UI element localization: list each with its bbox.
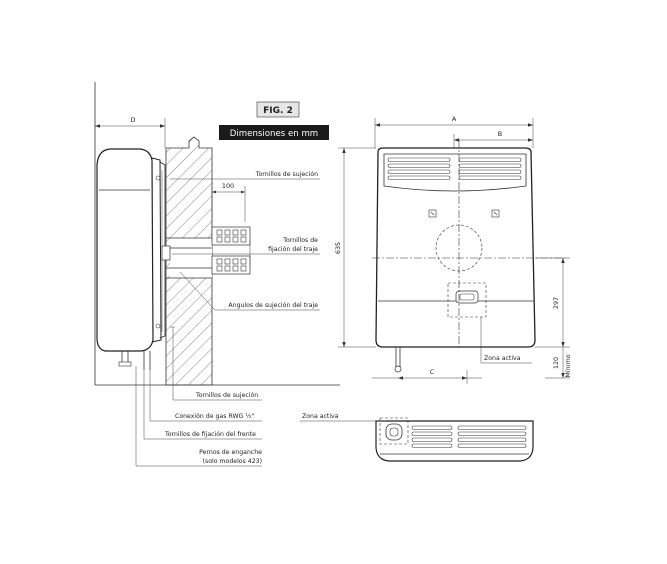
label-tornillos-frente: Tornillos de fijación del frente xyxy=(164,430,256,438)
dim-297-label: 297 xyxy=(552,297,560,309)
heater-front-body xyxy=(372,140,565,373)
front-view: A B xyxy=(334,115,572,384)
dim-635-label: 635 xyxy=(334,242,342,254)
duct-brackets xyxy=(211,226,251,275)
top-zona-activa-label: Zona activa xyxy=(302,413,339,420)
dim-a-label: A xyxy=(452,115,457,123)
label-angulos-sujecion: Angulos de sujeción del traje xyxy=(228,301,318,309)
label-tornillos-fijacion-l1: Tornillos de xyxy=(282,237,318,244)
heater-side-body xyxy=(96,148,171,370)
label-pernos-l2: (solo modelos 423) xyxy=(203,458,262,465)
dim-c-label: C xyxy=(430,368,435,376)
label-conexion-gas: Conexión de gas RWG ½" xyxy=(175,412,254,420)
dim-120-label: 120 xyxy=(552,357,560,369)
dimension-297: 297 xyxy=(535,257,570,348)
dimension-c: C xyxy=(372,368,482,384)
figure-subtitle: Dimensiones en mm xyxy=(230,129,318,139)
minimo-label: Mínimo xyxy=(564,354,572,377)
top-view: Zona activa xyxy=(300,413,534,462)
front-zona-activa-callout: Zona activa xyxy=(480,317,532,364)
figure-subtitle-box: Dimensiones en mm xyxy=(219,125,329,140)
figure-title: FIG. 2 xyxy=(256,101,300,118)
label-tornillos-sujecion-bottom: Tornillos de sujeción xyxy=(195,391,258,399)
dim-b-label: B xyxy=(498,130,502,138)
side-view-callouts: Tornillos de sujeción Tornillos de fijac… xyxy=(135,170,320,467)
label-tornillos-sujecion-top: Tornillos de sujeción xyxy=(255,170,318,178)
dimension-120: 120 Mínimo xyxy=(545,347,572,379)
dim-100-label: 100 xyxy=(222,182,234,190)
dim-d-label: D xyxy=(131,116,136,124)
front-zona-activa-label: Zona activa xyxy=(484,355,521,362)
dimension-d: D xyxy=(95,116,166,148)
figure-label: FIG. 2 xyxy=(263,106,293,116)
dimension-635: 635 xyxy=(334,147,376,348)
dimension-a: A xyxy=(374,115,534,148)
wall xyxy=(165,136,213,386)
dimension-b: B xyxy=(453,130,533,148)
label-pernos-l1: Pernos de enganche xyxy=(199,449,262,456)
dimension-100: 100 xyxy=(211,182,246,222)
label-tornillos-fijacion-l2: fijación del traje xyxy=(268,245,318,253)
side-view: D xyxy=(94,82,340,467)
